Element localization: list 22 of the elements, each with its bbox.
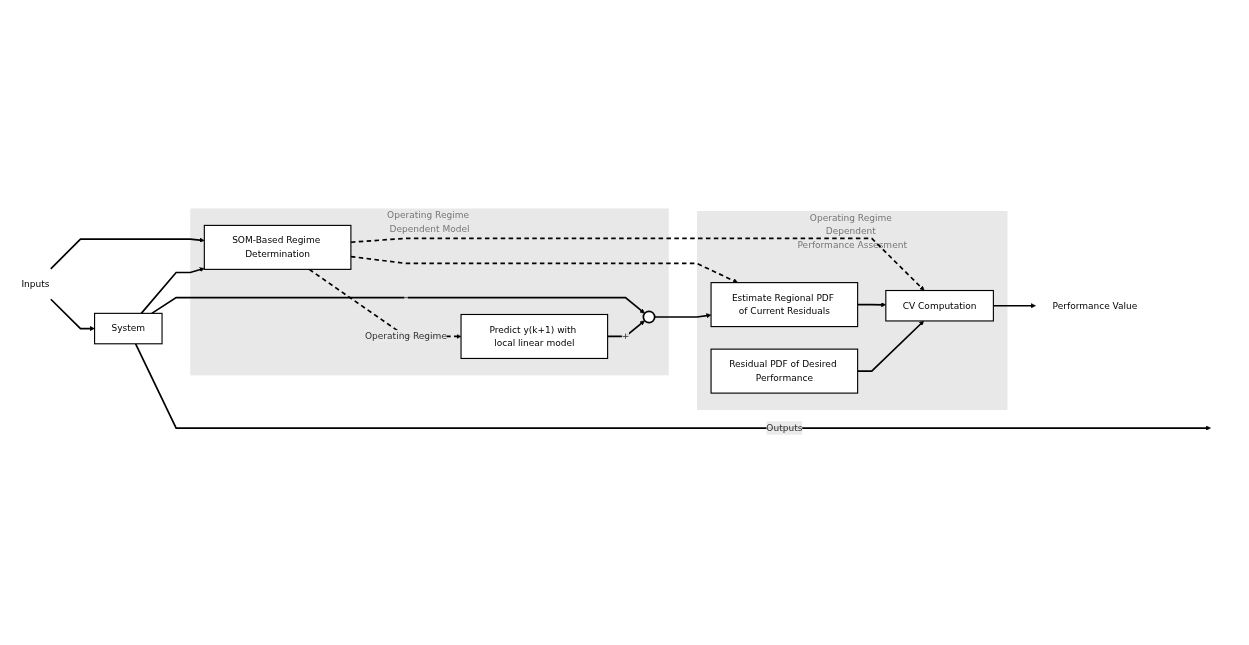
edge-label: + — [621, 330, 630, 342]
arrow — [150, 296, 645, 315]
arrow — [49, 237, 205, 270]
node-box: System — [94, 312, 163, 345]
arrow — [308, 268, 462, 339]
node-box: Residual PDF of Desired Performance — [710, 348, 859, 394]
arrow — [350, 255, 738, 283]
arrow — [134, 342, 1211, 431]
node-circle — [642, 310, 656, 324]
arrow — [653, 313, 712, 319]
node-box: Predict y(k+1) with local linear model — [460, 313, 609, 359]
arrow — [50, 298, 95, 332]
node-box: CV Computation — [885, 289, 994, 322]
node-box: Estimate Regional PDF of Current Residuals — [710, 282, 859, 328]
node-text: Inputs — [21, 278, 50, 290]
edge-label: Operating Regime — [365, 330, 447, 342]
arrow — [140, 267, 205, 315]
edge-label: - — [404, 291, 408, 303]
node-text: Performance Value — [1052, 300, 1138, 311]
node-box: SOM-Based Regime Determination — [203, 224, 352, 270]
arrow — [350, 237, 925, 291]
edge-label: Outputs — [766, 422, 803, 434]
